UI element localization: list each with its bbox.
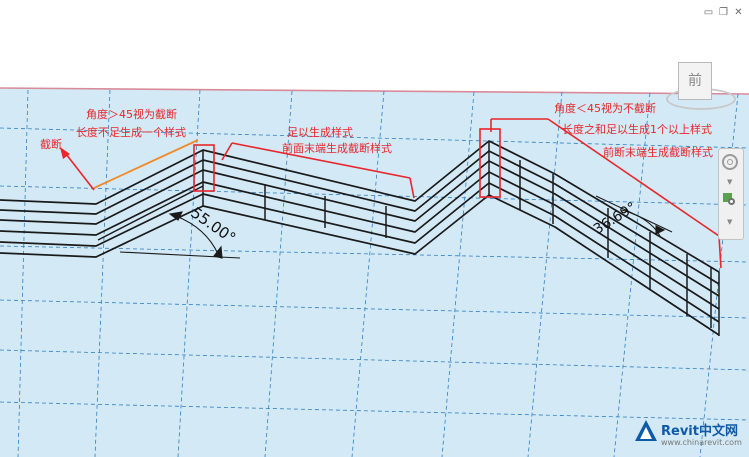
chevron-down-icon[interactable]: ▼ — [727, 218, 733, 226]
watermark: Revit中文网 www.chinarevit.com — [631, 415, 747, 455]
chevron-down-icon[interactable]: ▼ — [727, 178, 733, 186]
annotation-angle-gt-45: 角度＞45视为截断 — [86, 108, 177, 121]
annotation-sufficient-style: 足以生成样式 — [287, 126, 353, 139]
grid-lines — [0, 89, 749, 457]
ground-edge — [0, 87, 749, 95]
annotation-lines — [65, 118, 722, 269]
highlight-box-2 — [479, 128, 501, 198]
close-icon[interactable]: ✕ — [734, 7, 743, 18]
annotation-length-sum-sufficient: 长度之和足以生成1个以上样式 — [562, 123, 712, 136]
rail-3 — [0, 160, 720, 297]
zoom-icon[interactable] — [723, 193, 737, 207]
revit-logo-icon — [635, 420, 657, 441]
annotation-truncate: 截断 — [40, 138, 62, 151]
rail-6 — [0, 194, 720, 336]
restore-icon[interactable]: ❐ — [719, 7, 728, 18]
minimize-icon[interactable]: ▭ — [703, 7, 714, 18]
angle-dimension-2[interactable] — [595, 195, 673, 237]
watermark-url: www.chinarevit.com — [661, 438, 742, 447]
rail-5 — [0, 182, 720, 323]
rail-2 — [0, 150, 720, 285]
rail-4 — [0, 171, 720, 310]
annotation-angle-lt-45: 角度＜45视为不截断 — [554, 102, 656, 115]
rail-top — [0, 140, 720, 273]
watermark-title: Revit中文网 — [661, 424, 738, 439]
annotation-length-insufficient: 长度不足生成一个样式 — [76, 126, 186, 139]
angle-dimension-1[interactable] — [119, 211, 241, 259]
annotation-front-end-truncated: 前面末端生成截断样式 — [282, 142, 392, 155]
truncate-arrowhead — [60, 147, 70, 159]
highlight-box-1 — [193, 144, 215, 192]
orange-bracket — [93, 139, 199, 189]
railing-posts — [202, 141, 720, 336]
annotation-front-truncated-end: 前断末端生成截断样式 — [603, 146, 713, 159]
navigation-bar: ▼ ▼ — [718, 148, 744, 240]
navigation-wheel-icon[interactable] — [722, 154, 738, 170]
viewcube-front-face[interactable]: 前 — [678, 62, 712, 100]
railing[interactable] — [0, 140, 720, 336]
viewcube[interactable]: 前 — [664, 62, 736, 114]
